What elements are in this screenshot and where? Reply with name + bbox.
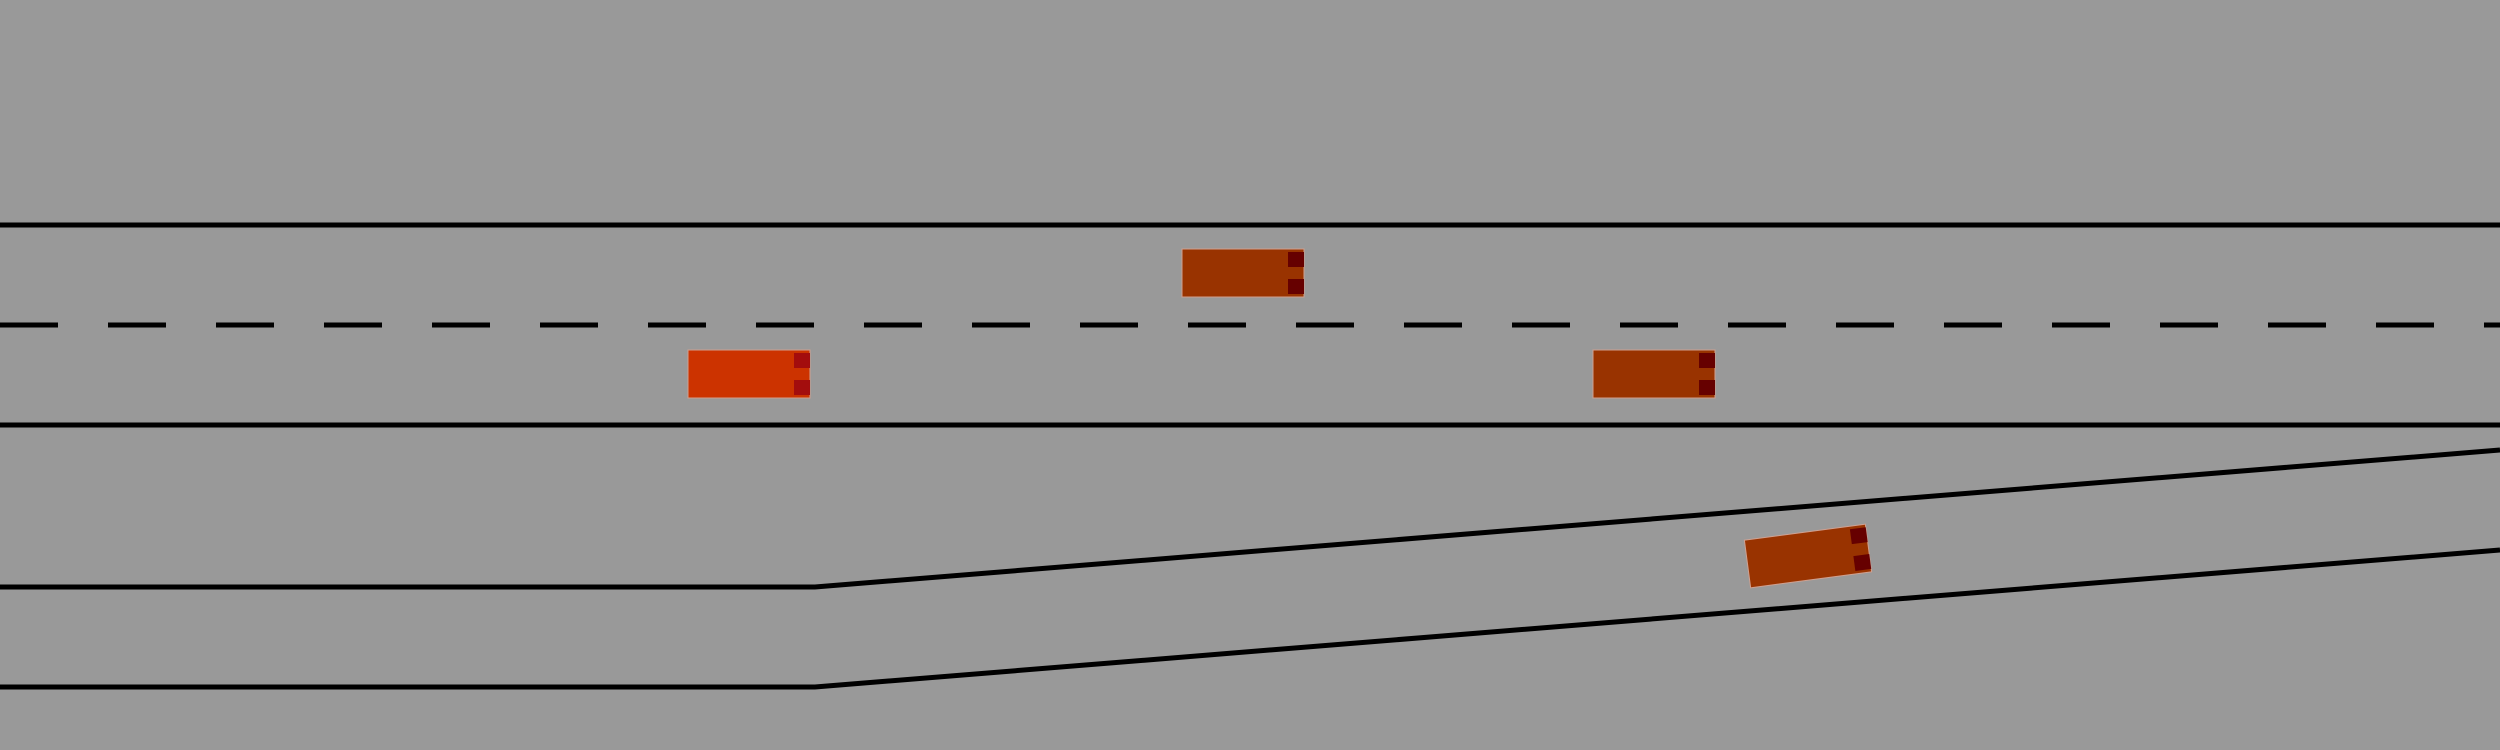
on-ramp-lower-edge bbox=[0, 547, 2500, 690]
ego-vehicle bbox=[687, 349, 811, 399]
vehicle-on-ramp bbox=[1743, 523, 1873, 589]
vehicle-light-left bbox=[1849, 527, 1868, 545]
ego-vehicle-light-left bbox=[794, 353, 810, 368]
vehicle-body bbox=[1592, 349, 1716, 399]
vehicle-upper-lane bbox=[1181, 248, 1305, 298]
vehicle-light-left bbox=[1288, 252, 1304, 267]
vehicle-body bbox=[1743, 523, 1873, 589]
ego-vehicle-light-right bbox=[794, 380, 810, 395]
vehicle-light-right bbox=[1288, 279, 1304, 294]
vehicle-light-right bbox=[1699, 380, 1715, 395]
vehicle-body bbox=[1181, 248, 1305, 298]
vehicle-light-right bbox=[1853, 553, 1872, 571]
on-ramp-upper-edge bbox=[0, 447, 2500, 590]
vehicle-light-left bbox=[1699, 353, 1715, 368]
ego-vehicle-body bbox=[687, 349, 811, 399]
vehicle-lower-lane bbox=[1592, 349, 1716, 399]
